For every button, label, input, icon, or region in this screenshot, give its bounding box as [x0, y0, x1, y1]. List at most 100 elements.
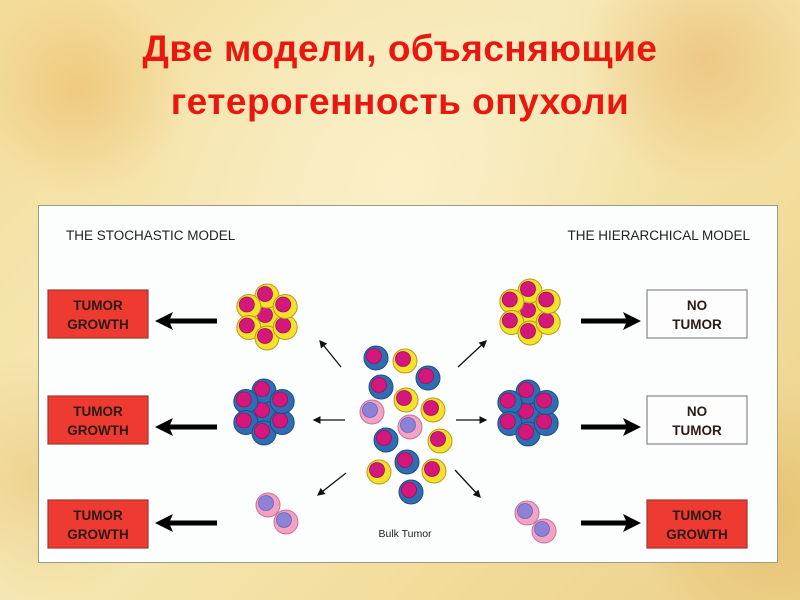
- cell-nucleus: [366, 348, 382, 364]
- yellow-cell: [392, 348, 418, 374]
- pink-cell: [359, 399, 385, 425]
- cell-nucleus: [396, 390, 412, 406]
- outcome-box-tumor-growth: TUMOR GROWTH: [646, 499, 748, 549]
- blue-cell: [269, 410, 295, 435]
- cell-nucleus: [254, 381, 270, 397]
- cell-nucleus: [520, 281, 536, 297]
- yellow-cell: [420, 397, 446, 423]
- blue-cell: [533, 390, 559, 415]
- blue-cell: [415, 365, 441, 391]
- outcome-line-1: TUMOR: [73, 298, 123, 313]
- cell-nucleus: [275, 296, 292, 313]
- blue-cell: [233, 389, 259, 414]
- cell-nucleus: [238, 296, 255, 313]
- blue-cell: [398, 479, 424, 505]
- cell-nucleus: [517, 503, 533, 519]
- yellow-cell: [499, 289, 525, 314]
- yellow-cell: [366, 459, 392, 485]
- thin-arrow: [457, 340, 487, 368]
- outcome-line-1: TUMOR: [73, 404, 123, 419]
- yellow-cell: [393, 387, 419, 413]
- hierarchical-model-heading: THE HIERARCHICAL MODEL: [567, 228, 750, 243]
- cell-nucleus: [272, 391, 289, 408]
- blue-cell: [251, 420, 277, 446]
- yellow-cell: [236, 315, 262, 340]
- blue-cell: [394, 449, 420, 475]
- cell-nucleus: [275, 317, 292, 334]
- outcome-line-2: GROWTH: [67, 423, 129, 438]
- cell-nucleus: [238, 317, 255, 334]
- arrow-head: [155, 514, 173, 532]
- cell-nucleus: [371, 377, 387, 393]
- yellow-cell: [236, 294, 262, 319]
- cell-nucleus: [424, 461, 440, 477]
- outcome-box-background: [646, 395, 748, 445]
- cell-nucleus: [536, 413, 553, 430]
- blue-cell: [497, 390, 523, 415]
- title-line-2: гетерогенность опухоли: [170, 81, 630, 122]
- outcome-box-background: [646, 289, 748, 339]
- outcome-box-tumor-growth: TUMOR GROWTH: [47, 289, 149, 339]
- thin-arrow: [319, 339, 342, 368]
- cell-nucleus: [430, 431, 446, 447]
- cell-nucleus: [534, 521, 550, 537]
- outcome-line-2: GROWTH: [67, 317, 129, 332]
- arrow-right-icon: [581, 514, 641, 532]
- outcome-box-tumor-growth: TUMOR GROWTH: [47, 499, 149, 549]
- cell-nucleus: [536, 392, 553, 409]
- thin-arrow: [454, 469, 481, 498]
- yellow-cell: [535, 289, 561, 314]
- arrow-head: [623, 418, 641, 436]
- outcome-box-background: [47, 289, 149, 339]
- title-line-1: Две модели, объясняющие: [142, 28, 658, 69]
- cell-nucleus: [397, 452, 413, 468]
- cell-nucleus: [369, 462, 385, 478]
- pink-cell: [514, 500, 540, 526]
- cell-nucleus: [258, 495, 274, 511]
- cell-nucleus: [418, 368, 434, 384]
- bulk-tumor-label: Bulk Tumor: [378, 528, 432, 540]
- yellow-cell: [517, 278, 543, 304]
- blue-cell: [368, 374, 394, 400]
- cell-nucleus: [518, 382, 534, 398]
- pink-cell: [397, 414, 423, 440]
- cell-nucleus: [501, 312, 518, 329]
- cell-nucleus: [538, 312, 555, 329]
- cell-nucleus: [499, 413, 516, 430]
- cell-nucleus: [376, 430, 392, 446]
- cell-nucleus: [257, 286, 273, 302]
- arrow-head: [155, 418, 173, 436]
- outcome-line-1: NO: [687, 404, 707, 419]
- cell-nucleus: [518, 424, 534, 440]
- outcome-box-background: [646, 499, 748, 549]
- outcome-box-background: [47, 499, 149, 549]
- yellow-cell: [427, 428, 453, 454]
- stochastic-model-heading: THE STOCHASTIC MODEL: [66, 228, 236, 243]
- outcome-line-1: TUMOR: [73, 508, 123, 523]
- cell-nucleus: [395, 351, 411, 367]
- cell-nucleus: [254, 423, 270, 439]
- cell-nucleus: [276, 512, 292, 528]
- blue-cell: [363, 345, 389, 371]
- arrow-left-icon: [155, 312, 217, 330]
- yellow-cell: [272, 294, 298, 319]
- outcome-line-2: GROWTH: [666, 527, 728, 542]
- outcome-line-1: TUMOR: [672, 508, 722, 523]
- outcome-line-2: GROWTH: [67, 527, 129, 542]
- cell-nucleus: [401, 482, 417, 498]
- thin-arrow: [316, 472, 347, 496]
- cell-nucleus: [257, 328, 273, 344]
- outcome-box-background: [47, 395, 149, 445]
- cell-nucleus: [499, 392, 516, 409]
- yellow-cell: [535, 310, 561, 335]
- yellow-cell: [421, 458, 447, 484]
- outcome-line-1: NO: [687, 298, 707, 313]
- cell-nucleus: [235, 391, 252, 408]
- arrow-right-icon: [581, 418, 641, 436]
- arrow-left-icon: [155, 418, 217, 436]
- yellow-cell: [517, 320, 543, 346]
- blue-cell: [533, 411, 559, 436]
- cell-nucleus: [423, 400, 439, 416]
- yellow-cell: [499, 310, 525, 335]
